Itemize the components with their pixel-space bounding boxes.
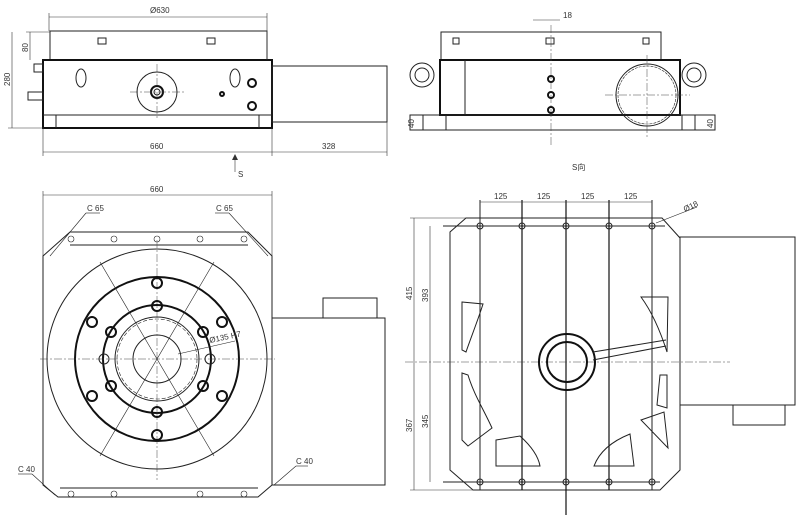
lifting-eye-left <box>409 62 435 88</box>
dim-base-left: 40 <box>407 119 416 128</box>
dim-upper-outer: 415 <box>405 286 414 300</box>
lifting-eye-right <box>681 62 707 88</box>
motor <box>679 236 796 406</box>
motor <box>271 317 386 486</box>
pitch-4: 125 <box>624 192 638 201</box>
dim-upper-inner: 393 <box>421 288 430 302</box>
front-view: Ø630 80 280 660 328 S <box>3 6 388 179</box>
base-holes <box>476 222 656 486</box>
bolt-holes <box>86 277 228 441</box>
top-view: 660 Ø135 H7 C 65 C 65 C 40 C 40 <box>18 185 386 498</box>
center-ring <box>538 333 596 391</box>
dim-slot: 18 <box>563 11 572 20</box>
pitch-1: 125 <box>494 192 508 201</box>
chamfer-bottom-left: C 40 <box>18 465 35 474</box>
dim-total-height: 280 <box>3 72 12 86</box>
pitch-2: 125 <box>537 192 551 201</box>
dim-lower-outer: 367 <box>405 418 414 432</box>
dim-table-dia: Ø630 <box>150 6 170 15</box>
dim-base-right: 40 <box>706 119 715 128</box>
dim-motor-length: 328 <box>322 142 336 151</box>
chamfer-top-right: C 65 <box>216 204 233 213</box>
motor <box>271 65 388 123</box>
mount-holes <box>67 235 248 498</box>
dim-table-height: 80 <box>21 43 30 52</box>
chamfer-top-left: C 65 <box>87 204 104 213</box>
dim-body-width: 660 <box>150 142 164 151</box>
pitch-3: 125 <box>581 192 595 201</box>
view-arrow-label: S <box>238 170 243 179</box>
side-view: 18 40 40 S向 <box>407 11 716 172</box>
rotary-table-plate <box>49 30 268 61</box>
dim-lower-inner: 345 <box>421 414 430 428</box>
side-view-title: S向 <box>572 162 585 172</box>
chamfer-bottom-right: C 40 <box>296 457 313 466</box>
dim-width: 660 <box>150 185 164 194</box>
bottom-view: 125 125 125 125 Ø18 415 393 367 345 <box>405 192 796 515</box>
hole-label: Ø18 <box>682 199 700 214</box>
